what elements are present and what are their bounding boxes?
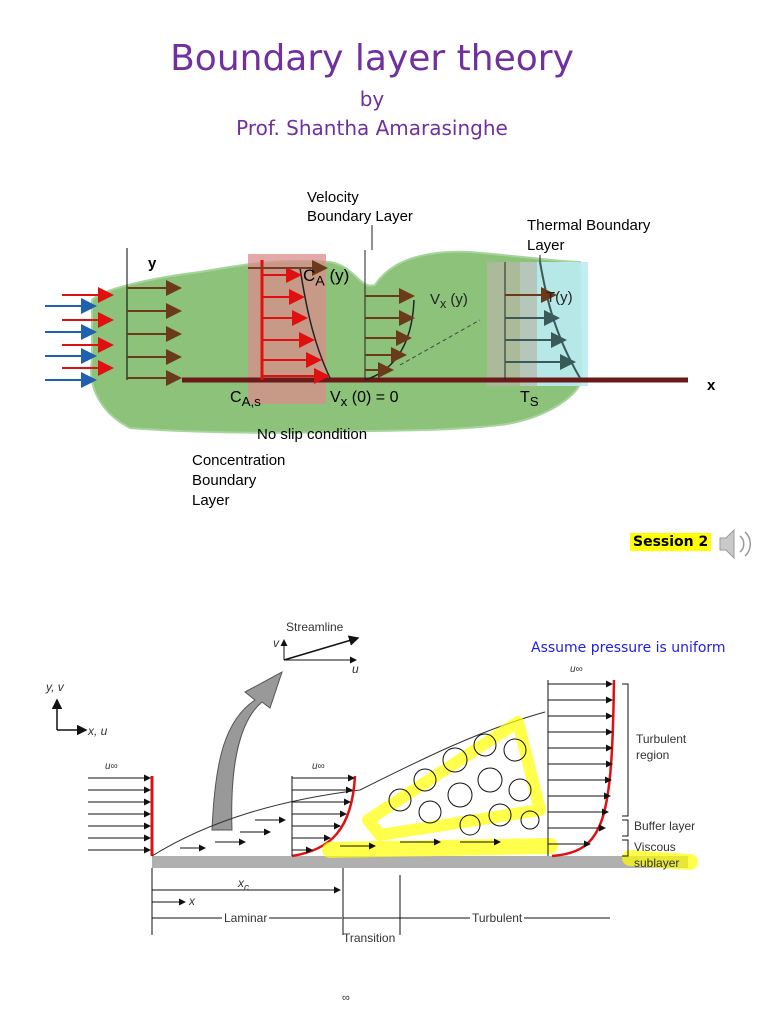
- viscous-highlight: [622, 850, 698, 870]
- inlet-profile: [88, 774, 154, 856]
- assumption-note: Assume pressure is uniform: [531, 640, 726, 656]
- velocity-bl-label-2: Boundary Layer: [307, 208, 413, 225]
- xu-axis-label: x, u: [88, 724, 108, 738]
- x-axis-label: x: [707, 377, 716, 394]
- yv-axis-label: y, v: [46, 680, 64, 694]
- x-dim-label: x: [189, 894, 195, 908]
- thermal-profile: [504, 255, 581, 380]
- vx-y-label: Vx (y): [430, 291, 468, 311]
- u-inf-label-1: u∞: [105, 761, 118, 772]
- u-label: u: [352, 662, 359, 676]
- transition-label: Transition: [343, 931, 396, 945]
- thermal-bl-label-1: Thermal Boundary: [527, 217, 651, 234]
- thermal-bl-label-2: Layer: [527, 237, 565, 254]
- turbulent-region-label-2: region: [636, 748, 670, 762]
- laminar-profile: [291, 774, 357, 858]
- concentration-label-1: Concentration: [192, 452, 286, 469]
- concentration-label-3: Layer: [192, 492, 230, 509]
- vx0-label: Vx (0) = 0: [330, 389, 399, 410]
- u-inf-label-3: u∞: [570, 664, 583, 675]
- inlet-arrows: [45, 287, 114, 388]
- velocity-bl-label-1: Velocity: [307, 189, 359, 206]
- streamline-label: Streamline: [286, 620, 344, 634]
- cas-label: CA,s: [230, 389, 261, 410]
- velocity-profile: [364, 225, 481, 381]
- eddies: [388, 733, 540, 836]
- v-label: v: [273, 636, 279, 650]
- u-inf-label-2: u∞: [312, 761, 325, 772]
- turbulent-region-label-1: Turbulent: [636, 732, 687, 746]
- ts-label: TS: [520, 389, 539, 410]
- laminar-label: Laminar: [222, 911, 270, 925]
- ca-y-label: CA (y): [303, 266, 350, 290]
- session-badge: Session 2: [630, 533, 712, 551]
- no-slip-label: No slip condition: [257, 426, 368, 443]
- viscous-label-1: Viscous: [634, 840, 676, 854]
- t-y-label: T(y): [546, 289, 573, 306]
- xc-label: xc: [238, 876, 249, 894]
- turbulent-profile: [547, 679, 616, 858]
- turbulent-diagram: [51, 635, 698, 935]
- page-title: Boundary layer theory: [170, 38, 574, 79]
- turbulent-highlight: [362, 716, 546, 841]
- y-axis-label: y: [148, 255, 157, 272]
- concentration-profile: [248, 260, 331, 384]
- turbulent-label: Turbulent: [470, 911, 525, 925]
- author-name: Prof. Shantha Amarasinghe: [236, 116, 508, 140]
- uniform-profile: [126, 248, 182, 386]
- footer-symbol: ∞: [342, 992, 350, 1004]
- flat-plate: [152, 856, 688, 868]
- subtitle-by: by: [359, 87, 385, 111]
- buffer-highlight: [322, 838, 558, 858]
- concentration-label-2: Boundary: [192, 472, 257, 489]
- speaker-icon: [719, 528, 751, 560]
- viscous-label-2: sublayer: [634, 856, 680, 870]
- thermal-box-gray: [487, 262, 537, 386]
- buffer-layer-label: Buffer layer: [634, 819, 696, 833]
